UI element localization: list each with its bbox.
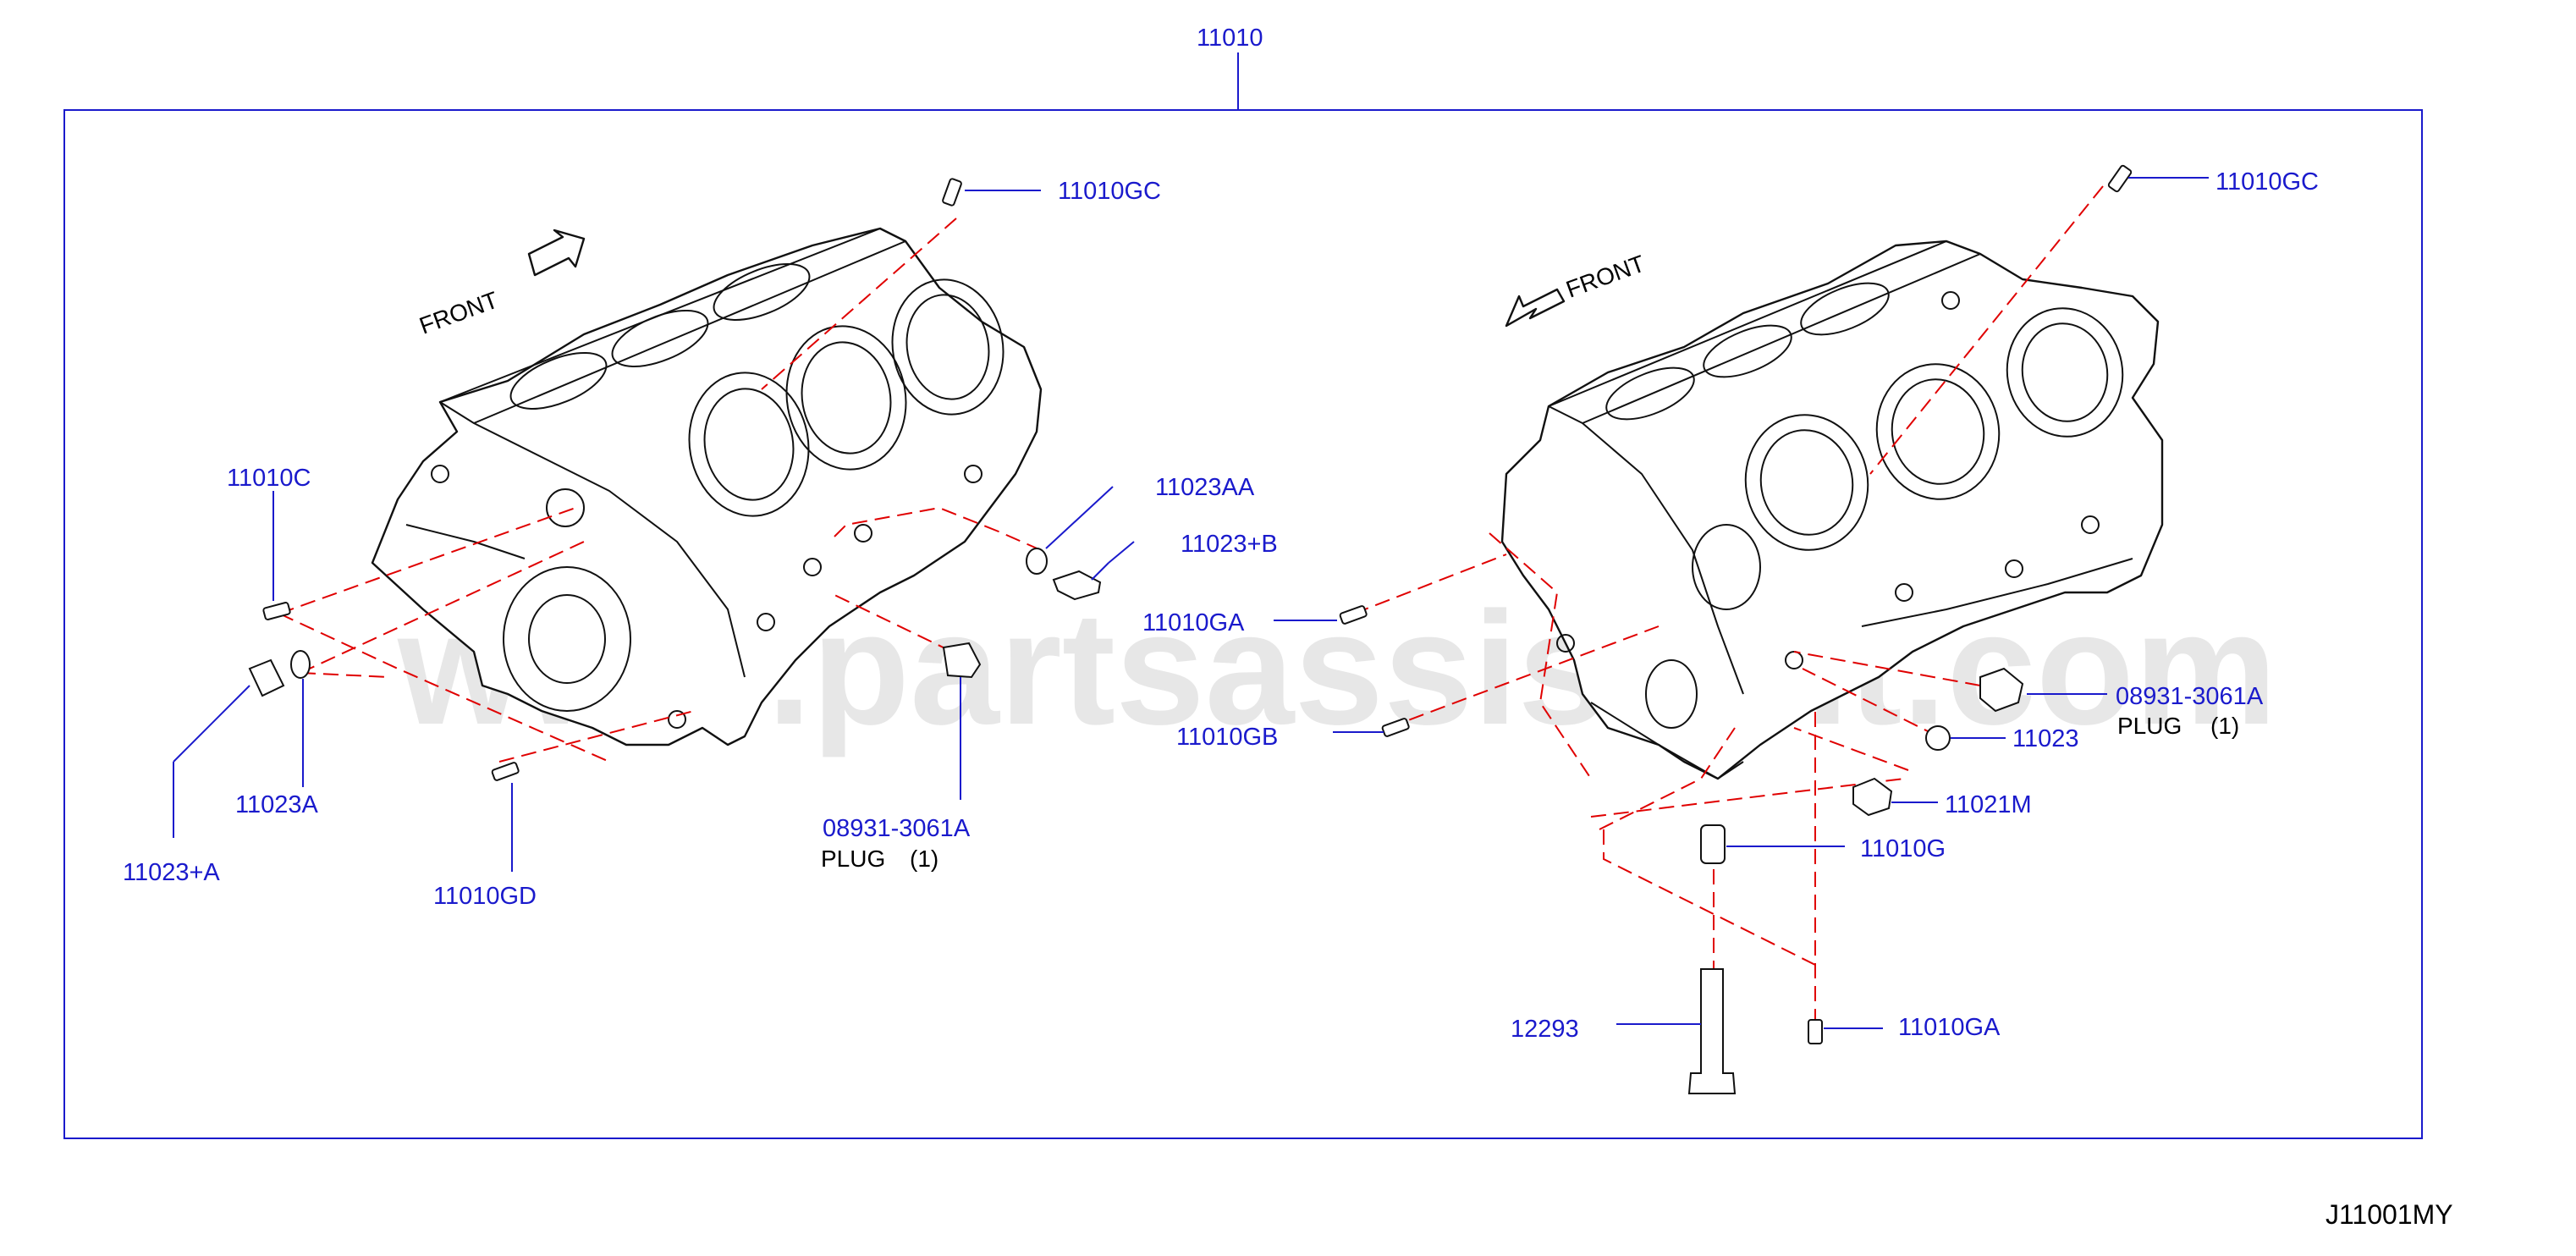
plug-08931-3061a-right[interactable]	[1979, 667, 2024, 713]
callout-11021m[interactable]: 11021M	[1945, 791, 2032, 818]
callout-11023b[interactable]: 11023+B	[1181, 531, 1278, 558]
left-explode-lines	[278, 218, 1042, 763]
right-parts	[1339, 164, 2133, 1094]
callout-11010gd[interactable]: 11010GD	[433, 883, 537, 910]
assembly-frame: 11010	[63, 25, 2423, 1139]
front-arrow-left: FRONT	[416, 229, 586, 339]
dowel-11010gd[interactable]	[491, 762, 520, 781]
gasket-11023a[interactable]	[290, 650, 311, 679]
plug-label-left: PLUG	[821, 846, 885, 872]
callout-11010g[interactable]: 11010G	[1860, 835, 1946, 862]
plug-label-right: PLUG	[2117, 713, 2182, 739]
plug-qty-right: (1)	[2210, 713, 2239, 739]
callout-11023aa[interactable]: 11023AA	[1155, 474, 1255, 501]
figure-code: J11001MY	[2326, 1199, 2453, 1230]
bolt-12293[interactable]	[1687, 968, 1737, 1094]
callout-11010c[interactable]: 11010C	[227, 465, 311, 492]
callout-11010gb[interactable]: 11010GB	[1176, 724, 1278, 751]
left-parts	[248, 178, 1102, 781]
dowel-11010gb[interactable]	[1381, 718, 1410, 737]
callout-11023[interactable]: 11023	[2012, 725, 2079, 752]
callout-11010ga-bottom[interactable]: 11010GA	[1898, 1014, 2001, 1041]
dowel-11010ga-bottom[interactable]	[1808, 1019, 1823, 1044]
right-leaders	[1274, 177, 2209, 1029]
front-label-left: FRONT	[416, 287, 501, 339]
dowel-11010g[interactable]	[1700, 824, 1726, 864]
callout-08931-3061a-left[interactable]: 08931-3061A	[823, 815, 971, 842]
plug-11010gc-right[interactable]	[2107, 164, 2133, 193]
plug-11021m[interactable]	[1852, 777, 1893, 817]
plug-11010gc-left[interactable]	[942, 178, 962, 207]
right-explode-lines	[1353, 185, 2104, 1024]
front-arrow-right: FRONT	[1505, 251, 1649, 328]
plug-11023[interactable]	[1925, 725, 1951, 751]
plug-11023a-plus[interactable]	[248, 658, 285, 697]
callout-11010ga[interactable]: 11010GA	[1142, 609, 1245, 636]
left-leaders	[173, 190, 1135, 872]
assembly-number[interactable]: 11010	[1197, 25, 1263, 52]
left-callouts: 11010GC 11010C 11023AA 11023+B 11023+A 1…	[123, 178, 1278, 910]
washer-11023aa[interactable]	[1026, 548, 1048, 575]
dowel-11010c[interactable]	[262, 602, 291, 620]
callout-11023a-plus[interactable]: 11023+A	[123, 859, 220, 886]
dowel-11010ga[interactable]	[1339, 605, 1368, 625]
right-cylinder-block	[1500, 240, 2164, 780]
callout-11023a[interactable]: 11023A	[235, 791, 318, 818]
front-label-right: FRONT	[1562, 251, 1648, 303]
callout-11010gc-left[interactable]: 11010GC	[1058, 178, 1161, 205]
callout-08931-3061a-right[interactable]: 08931-3061A	[2116, 683, 2264, 710]
callout-12293[interactable]: 12293	[1511, 1016, 1579, 1043]
left-cylinder-block	[371, 227, 1043, 746]
plug-11023b[interactable]	[1052, 570, 1102, 601]
plug-qty-left: (1)	[910, 846, 938, 872]
right-callouts: 11010GC 11010GA 11010GB 08931-3061A PLUG…	[1142, 168, 2319, 1043]
plug-08931-3061a-left[interactable]	[942, 642, 982, 679]
callout-11010gc-right[interactable]: 11010GC	[2215, 168, 2319, 196]
